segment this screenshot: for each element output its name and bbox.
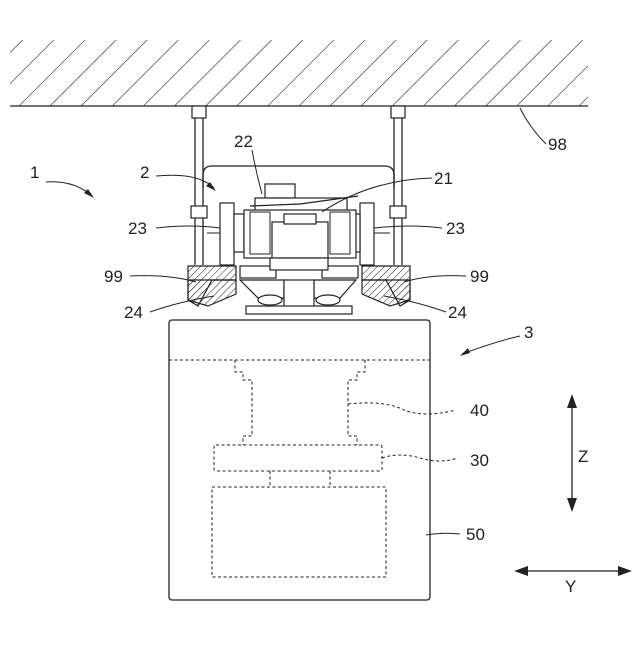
- label-40: 40: [470, 401, 489, 420]
- label-24-right: 24: [448, 303, 467, 322]
- hoist-outline: [235, 360, 365, 445]
- label-50: 50: [466, 525, 485, 544]
- label-1: 1: [30, 163, 39, 182]
- label-22: 22: [234, 132, 253, 151]
- transport-body: [169, 320, 430, 600]
- label-21: 21: [434, 169, 453, 188]
- y-axis-arrow: [514, 566, 632, 576]
- traveling-unit: [207, 184, 390, 265]
- z-axis-arrow: [567, 394, 577, 512]
- hanging-rod-right: [390, 106, 406, 265]
- ceiling: [10, 40, 588, 106]
- z-axis-label: Z: [578, 447, 588, 466]
- slider-outline: [214, 445, 382, 471]
- hanging-rod-left: [191, 106, 207, 265]
- label-2: 2: [140, 163, 149, 182]
- label-24-left: 24: [124, 303, 143, 322]
- guide-rollers: [240, 258, 358, 314]
- label-99-right: 99: [470, 267, 489, 286]
- y-axis-label: Y: [565, 577, 576, 596]
- article-outline: [212, 487, 386, 577]
- label-23-left: 23: [128, 219, 147, 238]
- label-99-left: 99: [104, 267, 123, 286]
- label-98: 98: [548, 135, 567, 154]
- label-30: 30: [470, 451, 489, 470]
- unit-cover: [203, 166, 394, 188]
- label-23-right: 23: [446, 219, 465, 238]
- label-3: 3: [524, 323, 533, 342]
